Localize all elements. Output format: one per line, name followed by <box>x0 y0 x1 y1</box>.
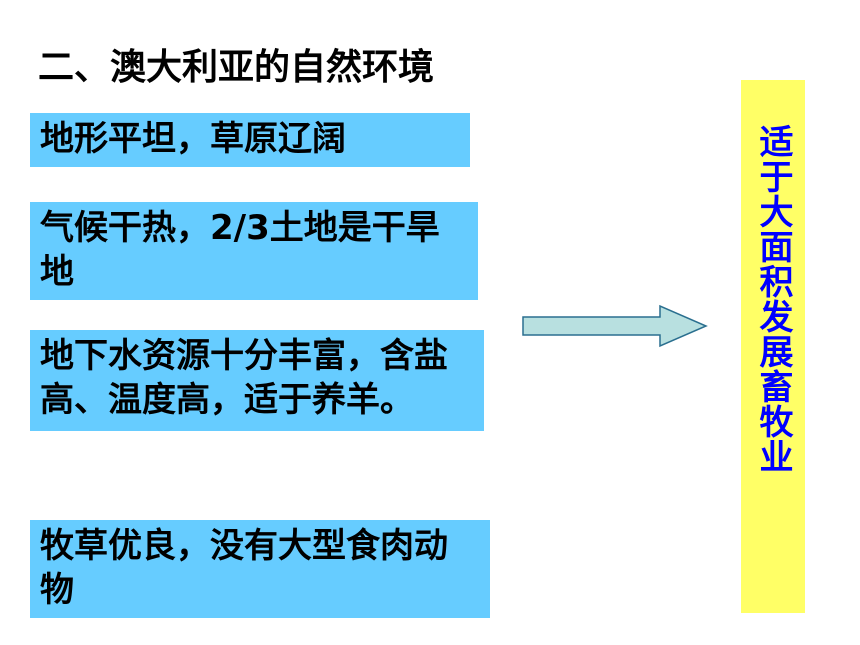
feature-box-pasture: 牧草优良，没有大型食肉动物 <box>30 520 490 618</box>
conclusion-panel: 适于大面积发展畜牧业 <box>741 80 805 613</box>
feature-box-groundwater: 地下水资源十分丰富，含盐高、温度高，适于养羊。 <box>30 330 484 431</box>
right-arrow-icon <box>522 304 708 348</box>
feature-box-terrain: 地形平坦，草原辽阔 <box>30 113 470 167</box>
feature-box-climate: 气候干热，2/3土地是干旱地 <box>30 202 478 300</box>
conclusion-text: 适于大面积发展畜牧业 <box>753 124 793 474</box>
slide-title: 二、澳大利亚的自然环境 <box>38 47 435 88</box>
